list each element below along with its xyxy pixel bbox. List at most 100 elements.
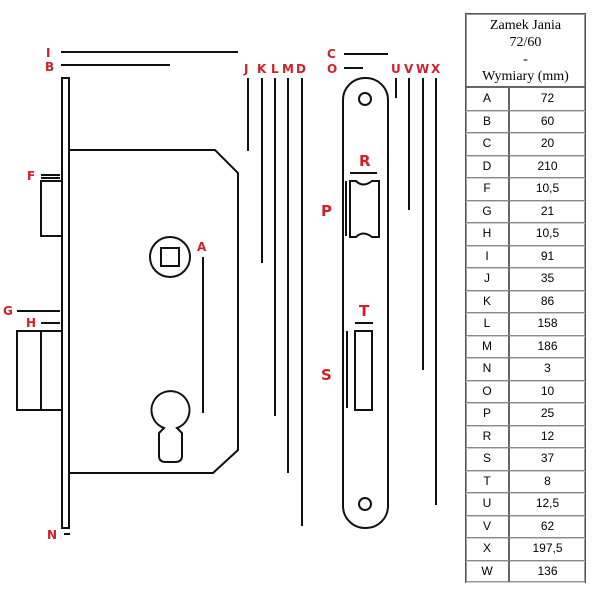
table-row: M 186 (466, 335, 585, 358)
table-row: S 37 (466, 448, 585, 471)
dimension-value: 62 (540, 518, 555, 533)
table-row: I 91 (466, 245, 585, 268)
label-D: D (296, 62, 306, 76)
screw-hole-bottom (358, 497, 372, 511)
dimension-value: 136 (537, 563, 558, 578)
lock-body-drawing (16, 51, 303, 535)
table-row: F 10,5 (466, 178, 585, 201)
dimension-value: 25 (540, 406, 555, 420)
faceplate-drawing (342, 53, 437, 529)
table-row: D 210 (466, 155, 585, 178)
label-H: H (26, 316, 36, 330)
dimension-value: 20 (540, 136, 555, 150)
lock-body-labels: I B F A G H N J K L M D (3, 46, 306, 542)
label-J: J (243, 62, 248, 76)
table-model: 72/60 (509, 35, 542, 50)
dimension-key: N (466, 358, 510, 380)
dimension-value: 10,5 (535, 181, 560, 195)
label-G: G (3, 304, 13, 318)
table-subtitle: Wymiary (mm) (482, 69, 569, 84)
table-title: Zamek Jania (489, 18, 562, 33)
dimension-value: 91 (540, 248, 555, 263)
dimension-value: 10 (540, 383, 555, 398)
label-I: I (46, 46, 50, 60)
dimension-key: V (466, 515, 510, 537)
label-N: N (47, 528, 57, 542)
table-row: P 25 (466, 403, 585, 426)
table-row: V 62 (466, 515, 585, 538)
dimension-value: 210 (537, 158, 558, 173)
table-row: X 197,5 (466, 538, 585, 561)
bolt-opening (354, 330, 373, 411)
dimension-value: 3 (544, 361, 551, 375)
dimension-value: 197,5 (532, 541, 563, 555)
dimension-value: 12 (540, 428, 555, 443)
table-row: R 12 (466, 425, 585, 448)
dimension-key: O (466, 380, 510, 402)
table-row: U 12,5 (466, 493, 585, 516)
label-P: P (321, 202, 332, 220)
label-L: L (271, 62, 279, 76)
label-T: T (359, 302, 370, 320)
table-separator: - (523, 52, 528, 67)
dimension-key: P (466, 403, 510, 425)
faceplate-labels: C O U V W X R P T S (321, 47, 441, 384)
dimension-value: 60 (540, 113, 555, 128)
dimension-value: 186 (537, 338, 558, 353)
label-B: B (45, 60, 54, 74)
label-A: A (197, 240, 207, 254)
dimension-value: 158 (537, 316, 558, 330)
dimension-value: 35 (540, 271, 555, 285)
dimension-value: 12,5 (535, 496, 560, 510)
label-R: R (359, 152, 371, 170)
dimension-key: G (466, 200, 510, 222)
dimension-key: S (466, 448, 510, 470)
faceplate-outline (342, 77, 389, 529)
dimension-key: H (466, 223, 510, 245)
dimension-key: M (466, 335, 510, 357)
spindle-hub (149, 236, 191, 278)
dimension-key: X (466, 538, 510, 560)
dimension-key: I (466, 245, 510, 267)
dimension-value: 10,5 (535, 226, 560, 240)
table-row: C 20 (466, 133, 585, 156)
label-V: V (404, 62, 414, 76)
label-W: W (416, 62, 429, 76)
label-F: F (27, 169, 35, 183)
table-row: H 10,5 (466, 223, 585, 246)
label-U: U (391, 62, 401, 76)
table-row: B 60 (466, 110, 585, 133)
dimension-key: F (466, 178, 510, 200)
table-row: J 35 (466, 268, 585, 291)
dimension-key: J (466, 268, 510, 290)
dead-bolt (16, 330, 63, 411)
latch-opening (349, 180, 380, 238)
dimension-key: D (466, 155, 510, 177)
label-K: K (257, 62, 267, 76)
latch-bolt (40, 180, 63, 237)
dimension-key: L (466, 313, 510, 335)
dimension-value: 37 (540, 451, 555, 465)
lock-case (69, 149, 239, 474)
dimension-key: R (466, 425, 510, 447)
dimension-value: 8 (544, 473, 551, 488)
dimension-key: B (466, 110, 510, 132)
label-C: C (327, 47, 336, 61)
dimension-key: W (466, 560, 510, 582)
dimension-key: C (466, 133, 510, 155)
label-O: O (327, 62, 337, 76)
dimension-key: A (466, 88, 510, 110)
dimension-key: U (466, 493, 510, 515)
screw-hole-top (358, 92, 372, 106)
label-X: X (431, 62, 441, 76)
table-header: Zamek Jania 72/60 - Wymiary (mm) (466, 14, 585, 88)
table-row: W 136 (466, 560, 585, 582)
table-row: L 158 (466, 313, 585, 336)
